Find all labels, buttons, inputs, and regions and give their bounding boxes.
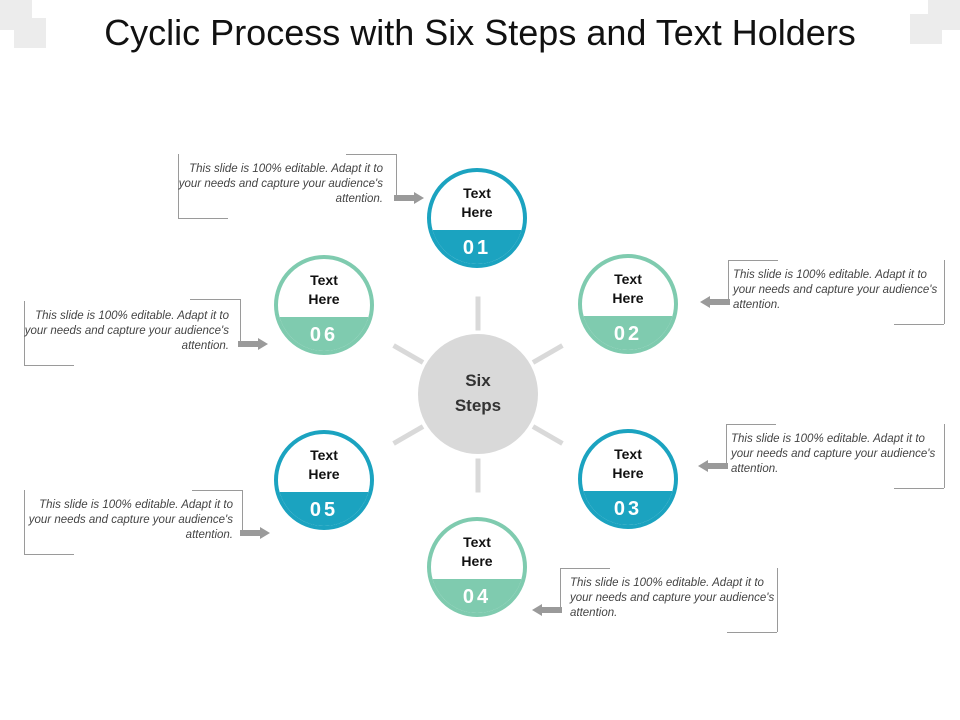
step-label: Text Here: [308, 272, 340, 307]
callout-bracket-03c: [944, 424, 945, 488]
callout-bracket-04d: [727, 632, 777, 633]
arrow-left-icon: [700, 296, 730, 308]
page-title: Cyclic Process with Six Steps and Text H…: [104, 12, 856, 53]
callout-text-01: This slide is 100% editable. Adapt it to…: [178, 163, 383, 205]
spoke-connector: [475, 458, 481, 492]
arrow-right-icon: [394, 192, 424, 204]
callout-text-05: This slide is 100% editable. Adapt it to…: [28, 499, 233, 541]
step-label: Text Here: [612, 271, 644, 306]
callout-bracket-05b: [24, 554, 74, 555]
callout-bracket-01d: [396, 154, 397, 198]
callout-bracket-02: [728, 260, 778, 261]
callout-bracket-01b: [178, 218, 228, 219]
step-label: Text Here: [612, 446, 644, 481]
step-number: 04: [431, 579, 523, 613]
callout-bracket-04: [560, 568, 610, 569]
step-label: Text Here: [308, 447, 340, 482]
spoke-connector: [475, 296, 481, 330]
callout-bracket-06d: [240, 299, 241, 343]
callout-bracket-02b: [728, 260, 729, 304]
center-hub: Six Steps: [418, 334, 538, 454]
arrow-right-icon: [238, 338, 268, 350]
spoke-connector: [532, 423, 565, 446]
callout-bracket-05d: [242, 490, 243, 534]
step-label: Text Here: [461, 185, 493, 220]
step-label: Text Here: [461, 534, 493, 569]
step-node-02: Text Here 02: [578, 254, 678, 354]
callout-text-06: This slide is 100% editable. Adapt it to…: [24, 310, 229, 352]
callout-bracket-03b: [726, 424, 727, 468]
callout-bracket-06: [24, 301, 25, 365]
arrow-right-icon: [240, 527, 270, 539]
corner-decoration-top-right-inner: [910, 14, 942, 44]
callout-bracket-03: [726, 424, 776, 425]
callout-bracket-01c: [346, 154, 396, 155]
step-node-06: Text Here 06: [274, 255, 374, 355]
step-node-05: Text Here 05: [274, 430, 374, 530]
step-node-01: Text Here 01: [427, 168, 527, 268]
spoke-connector: [532, 342, 565, 365]
step-number: 03: [582, 491, 674, 525]
spoke-connector: [391, 342, 424, 365]
spoke-connector: [391, 423, 424, 446]
callout-text-02: This slide is 100% editable. Adapt it to…: [733, 269, 938, 311]
callout-bracket-02d: [894, 324, 944, 325]
callout-text-04: This slide is 100% editable. Adapt it to…: [570, 577, 775, 619]
callout-bracket-06b: [24, 365, 74, 366]
callout-bracket-05c: [192, 490, 242, 491]
callout-bracket-06c: [190, 299, 240, 300]
callout-bracket-04c: [777, 568, 778, 632]
step-number: 02: [582, 316, 674, 350]
callout-bracket-05: [24, 490, 25, 554]
callout-bracket-03d: [894, 488, 944, 489]
step-number: 06: [278, 317, 370, 351]
arrow-left-icon: [532, 604, 562, 616]
arrow-left-icon: [698, 460, 728, 472]
step-number: 01: [431, 230, 523, 264]
step-node-04: Text Here 04: [427, 517, 527, 617]
callout-bracket-02c: [944, 260, 945, 324]
callout-text-03: This slide is 100% editable. Adapt it to…: [731, 433, 936, 475]
corner-decoration-top-left-inner: [14, 18, 46, 48]
step-number: 05: [278, 492, 370, 526]
callout-bracket-04b: [560, 568, 561, 612]
step-node-03: Text Here 03: [578, 429, 678, 529]
